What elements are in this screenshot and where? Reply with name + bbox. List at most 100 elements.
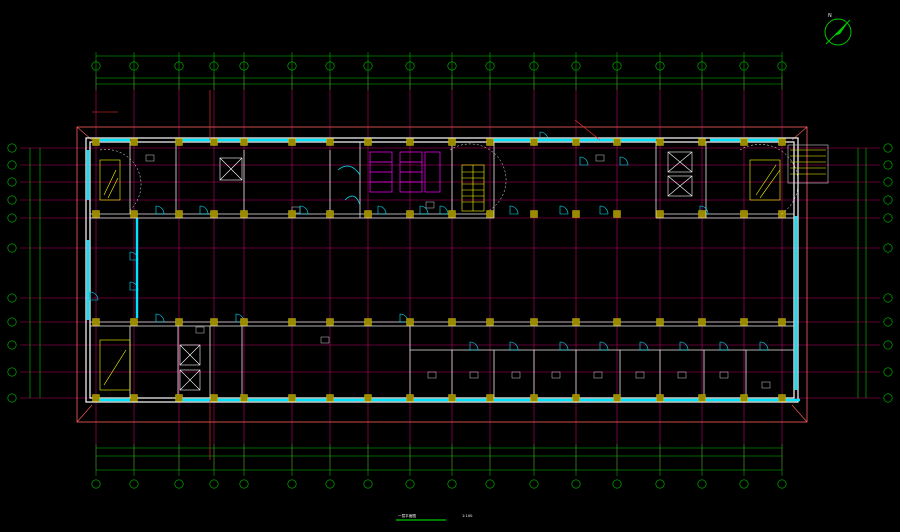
column bbox=[288, 394, 296, 402]
drawing-title: 一层平面图 bbox=[398, 513, 416, 518]
door-swing bbox=[559, 205, 569, 215]
door-swing bbox=[89, 291, 99, 301]
column bbox=[92, 210, 100, 218]
room-tag bbox=[595, 154, 605, 162]
column bbox=[364, 210, 372, 218]
column bbox=[530, 394, 538, 402]
north-arrow-icon: N bbox=[824, 13, 852, 46]
door-swing bbox=[469, 341, 479, 351]
axis-bubble-bottom bbox=[612, 479, 622, 489]
column bbox=[175, 318, 183, 326]
elevator-north bbox=[219, 157, 243, 181]
door-swing bbox=[599, 205, 609, 215]
elevator-east bbox=[667, 151, 693, 197]
column bbox=[364, 138, 372, 146]
column bbox=[698, 394, 706, 402]
drawing-title-block: 一层平面图 1:100 bbox=[396, 513, 473, 521]
column bbox=[406, 210, 414, 218]
stair-west-north bbox=[99, 159, 121, 201]
room-tag bbox=[677, 371, 687, 379]
building-outline bbox=[76, 126, 808, 423]
column bbox=[448, 210, 456, 218]
column bbox=[572, 318, 580, 326]
interior-walls bbox=[90, 142, 794, 398]
column bbox=[698, 318, 706, 326]
column bbox=[448, 394, 456, 402]
door-swing bbox=[559, 341, 569, 351]
column bbox=[656, 318, 664, 326]
door-swing bbox=[129, 281, 139, 291]
column bbox=[326, 318, 334, 326]
column bbox=[240, 394, 248, 402]
bottom-axis-labels bbox=[91, 479, 787, 489]
column bbox=[92, 394, 100, 402]
column bbox=[572, 138, 580, 146]
axis-bubble-right bbox=[883, 243, 893, 253]
axis-bubble-bottom bbox=[363, 479, 373, 489]
door-swing bbox=[377, 205, 387, 215]
column bbox=[486, 394, 494, 402]
column bbox=[288, 210, 296, 218]
axis-bubble-left bbox=[7, 213, 17, 223]
column bbox=[326, 394, 334, 402]
column bbox=[572, 394, 580, 402]
room-tag bbox=[511, 371, 521, 379]
door-swing bbox=[579, 156, 589, 166]
column bbox=[240, 138, 248, 146]
room-tag bbox=[635, 371, 645, 379]
column bbox=[406, 318, 414, 326]
stair-west-south bbox=[99, 339, 131, 391]
axis-bubble-bottom bbox=[405, 479, 415, 489]
axis-bubble-bottom bbox=[325, 479, 335, 489]
room-tag bbox=[761, 381, 771, 389]
top-axis-labels bbox=[91, 61, 787, 71]
corner-line bbox=[76, 404, 93, 423]
column bbox=[92, 318, 100, 326]
column bbox=[486, 138, 494, 146]
column bbox=[130, 318, 138, 326]
column bbox=[486, 210, 494, 218]
column bbox=[130, 138, 138, 146]
dimension-lines bbox=[29, 52, 867, 476]
column bbox=[530, 318, 538, 326]
door-swing bbox=[719, 341, 729, 351]
door-swing bbox=[155, 205, 165, 215]
column bbox=[656, 394, 664, 402]
axis-bubble-left bbox=[7, 340, 17, 350]
toilet-fixtures bbox=[369, 151, 441, 193]
stair-east bbox=[749, 144, 829, 201]
room-tag bbox=[425, 201, 435, 209]
door-swing bbox=[129, 251, 139, 261]
axis-bubble-right bbox=[883, 213, 893, 223]
drawing-scale: 1:100 bbox=[462, 514, 473, 518]
axis-bubble-right bbox=[883, 317, 893, 327]
column bbox=[448, 318, 456, 326]
room-tag bbox=[145, 154, 155, 162]
column bbox=[406, 138, 414, 146]
axis-bubble-bottom bbox=[697, 479, 707, 489]
column bbox=[740, 394, 748, 402]
column bbox=[288, 318, 296, 326]
column bbox=[778, 318, 786, 326]
column bbox=[778, 394, 786, 402]
column bbox=[740, 318, 748, 326]
axis-bubble-right bbox=[883, 293, 893, 303]
exterior-walls bbox=[85, 137, 799, 403]
column bbox=[613, 318, 621, 326]
column bbox=[778, 210, 786, 218]
curved-walls bbox=[337, 165, 361, 206]
structural-columns bbox=[92, 138, 786, 402]
column bbox=[656, 138, 664, 146]
column bbox=[92, 138, 100, 146]
column bbox=[698, 138, 706, 146]
room-tag bbox=[551, 371, 561, 379]
axis-bubble-left bbox=[7, 293, 17, 303]
axis-bubble-bottom bbox=[485, 479, 495, 489]
door-swing bbox=[199, 205, 209, 215]
room-tag bbox=[469, 371, 479, 379]
column bbox=[326, 138, 334, 146]
axis-bubble-bottom bbox=[529, 479, 539, 489]
column bbox=[130, 210, 138, 218]
column bbox=[175, 210, 183, 218]
